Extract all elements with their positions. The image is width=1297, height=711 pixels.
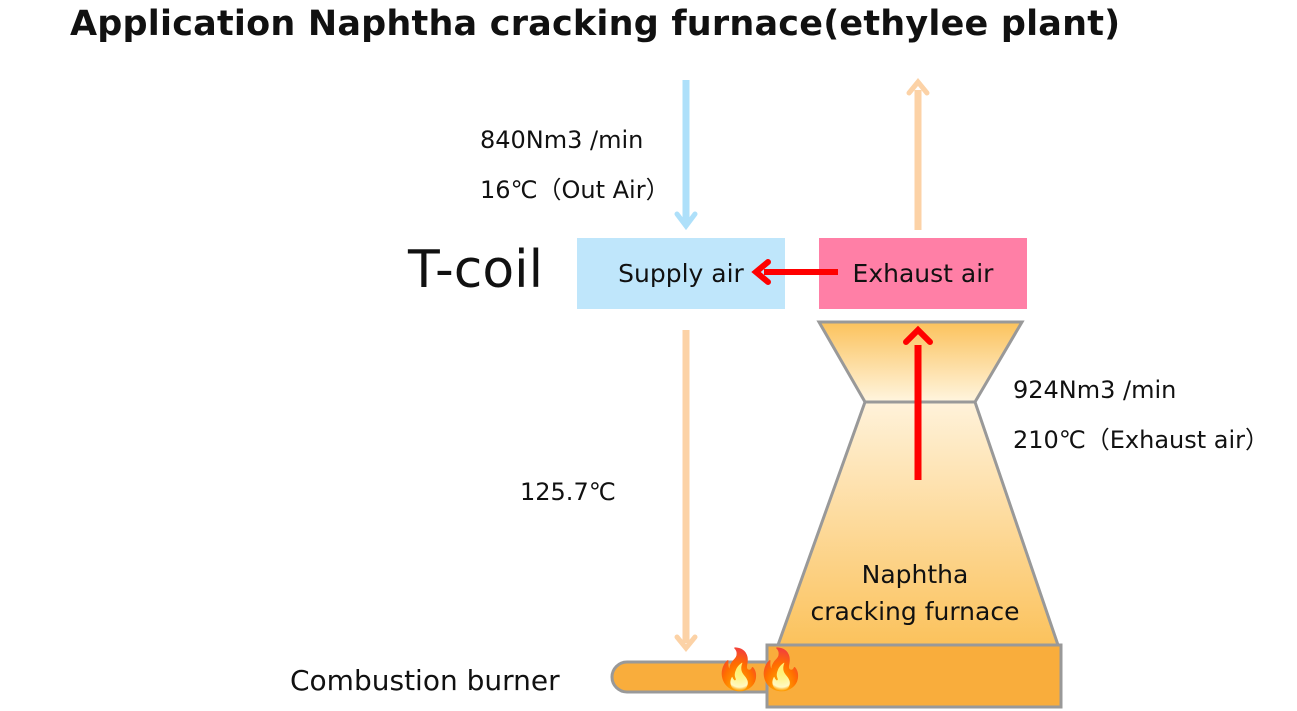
inlet-flow-label: 840Nm3 /min bbox=[480, 126, 644, 154]
tcoil-label: T-coil bbox=[408, 240, 544, 300]
page-title: Application Naphtha cracking furnace(eth… bbox=[70, 4, 1121, 44]
supply-air-down-arrow bbox=[674, 330, 698, 652]
combustion-burner-label: Combustion burner bbox=[290, 664, 560, 697]
supply-air-box: Supply air bbox=[577, 238, 785, 309]
flame-icon: 🔥 bbox=[714, 647, 764, 693]
supply-air-label: Supply air bbox=[618, 259, 744, 288]
outlet-flow-label: 924Nm3 /min bbox=[1013, 376, 1177, 404]
supply-temp-label: 125.7℃ bbox=[520, 478, 616, 506]
flame-icon: 🔥 bbox=[756, 647, 806, 693]
heat-rise-arrow bbox=[903, 325, 933, 480]
furnace-label: Naphtha cracking furnace bbox=[790, 556, 1040, 630]
furnace-label-line2: cracking furnace bbox=[810, 597, 1020, 626]
furnace-label-line1: Naphtha bbox=[861, 560, 969, 589]
exhaust-air-box: Exhaust air bbox=[819, 238, 1027, 309]
furnace-base bbox=[765, 643, 1063, 709]
inlet-temp-label: 16℃（Out Air） bbox=[480, 176, 670, 204]
exhaust-air-label: Exhaust air bbox=[852, 259, 994, 288]
outside-air-inlet-arrow bbox=[674, 80, 698, 231]
exhaust-outlet-arrow bbox=[906, 78, 930, 230]
outlet-temp-label: 210℃（Exhaust air） bbox=[1013, 426, 1270, 454]
